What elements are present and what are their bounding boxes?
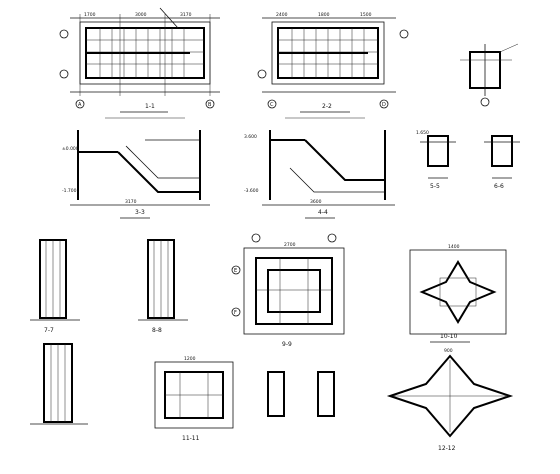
- label-section-4-4: 4-4: [318, 209, 328, 216]
- stair-section-1-1: [70, 130, 210, 219]
- beam-sections: [420, 135, 520, 179]
- pile-cap-section: [386, 354, 514, 438]
- column-elevations: [30, 239, 188, 425]
- dim-label-1: 1700: [84, 12, 96, 18]
- label-section-11-11: 11-11: [182, 435, 200, 442]
- dim-label-12: 900: [444, 348, 453, 354]
- label-section-5-5: 5-5: [430, 183, 440, 190]
- axis-tag-b: B: [208, 102, 212, 108]
- label-section-1-1: 1-1: [145, 103, 155, 110]
- elev-label-1: ±0.000: [62, 146, 79, 152]
- elev-label-2: -1.700: [62, 188, 77, 194]
- label-section-9-9: 9-9: [282, 341, 292, 348]
- dim-label-6: 1500: [360, 12, 372, 18]
- dim-label-11: 1200: [184, 356, 196, 362]
- axis-tag-a: A: [78, 102, 82, 108]
- dim-label-3: 3170: [180, 12, 192, 18]
- elev-label-4: 3.600: [244, 134, 257, 140]
- stair-section-2-2: [262, 130, 395, 219]
- label-section-8-8: 8-8: [152, 327, 162, 334]
- base-plate-detail: [154, 361, 335, 429]
- stair-plan-2: [257, 17, 409, 119]
- stair-plan-1: [59, 7, 220, 119]
- axis-tag-d: D: [382, 102, 386, 108]
- dim-label-2: 3000: [135, 12, 147, 18]
- axis-tag-e: E: [234, 268, 237, 274]
- foundation-plan: [231, 233, 345, 335]
- label-section-12-12: 12-12: [438, 445, 456, 452]
- dim-label-10: 1400: [448, 244, 460, 250]
- elev-label-5: 1.650: [416, 130, 429, 136]
- label-section-7-7: 7-7: [44, 327, 54, 334]
- dim-label-9: 2700: [284, 242, 296, 248]
- dim-label-8: 3600: [310, 199, 322, 205]
- axis-tag-c: C: [270, 102, 274, 108]
- dim-label-4: 2400: [276, 12, 288, 18]
- label-section-3-3: 3-3: [135, 209, 145, 216]
- axis-tag-f: F: [234, 310, 237, 316]
- pile-cap-plan: [409, 249, 507, 343]
- dim-label-7: 3170: [125, 199, 137, 205]
- dim-label-5: 1800: [318, 12, 330, 18]
- label-section-2-2: 2-2: [322, 103, 332, 110]
- column-cap-detail: [460, 43, 519, 107]
- elev-label-3: -3.600: [244, 188, 259, 194]
- label-section-10-10: 10-10: [440, 333, 458, 340]
- label-section-6-6: 6-6: [494, 183, 504, 190]
